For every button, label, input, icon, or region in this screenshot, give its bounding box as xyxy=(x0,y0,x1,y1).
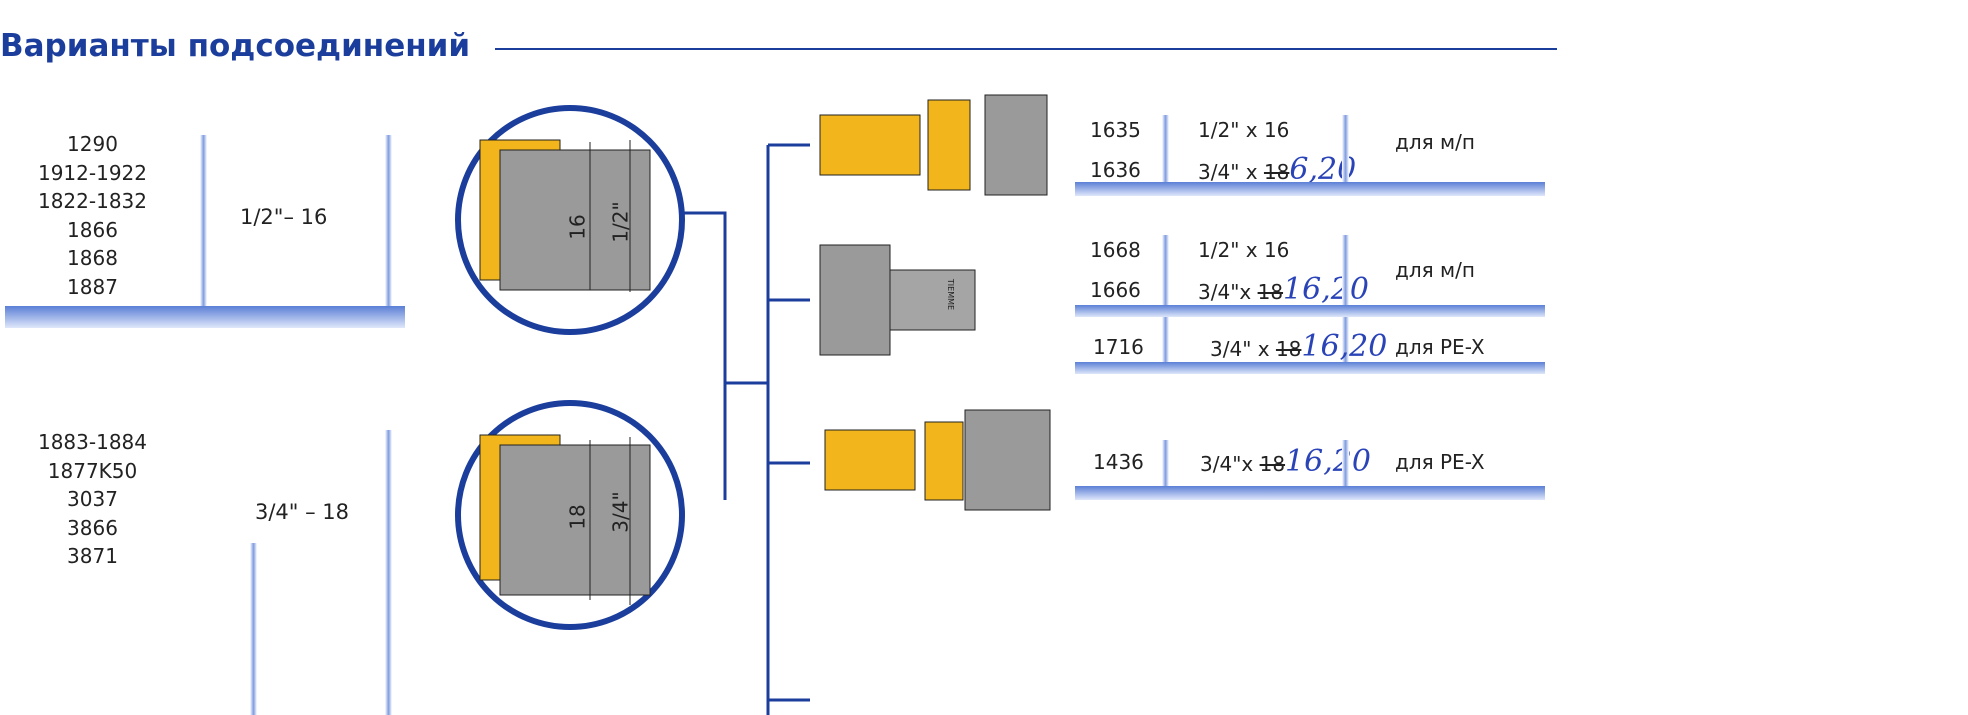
code: 1668 xyxy=(1090,238,1141,262)
handwritten-size: 16,20 xyxy=(1283,272,1369,307)
struck-size: 18 xyxy=(1263,160,1290,184)
circle-label-inner-2: 18 xyxy=(565,504,590,530)
code: 3037 xyxy=(67,487,118,511)
code: 1887 xyxy=(67,274,118,299)
code: 1868 xyxy=(67,246,118,270)
code: 1636 xyxy=(1090,158,1141,182)
size-text: 3/4"x xyxy=(1200,452,1260,476)
size: 3/4"x 1816,20 xyxy=(1200,442,1371,484)
code: 1912-1922 xyxy=(37,160,147,185)
table-shadow xyxy=(1075,486,1545,500)
note: для м/п xyxy=(1395,130,1475,154)
handwritten-size: 16,20 xyxy=(1285,444,1371,479)
divider xyxy=(1342,440,1349,488)
code: 3871 xyxy=(67,544,118,568)
size: 1/2" x 16 xyxy=(1198,118,1290,142)
table-shadow xyxy=(5,306,405,328)
fitting-table-1: 1635 1636 xyxy=(1090,110,1141,190)
circle-label-inner-1: 16 xyxy=(565,214,590,240)
sizes-1: 1/2" x 16 3/4" x 186,20 xyxy=(1198,110,1356,192)
size: 3/4"x 1816,20 xyxy=(1198,270,1369,312)
title-rule xyxy=(495,48,1557,50)
divider xyxy=(1342,235,1349,365)
code: 1716 xyxy=(1093,335,1144,359)
thread-circle-1 xyxy=(455,105,685,335)
code: 3866 xyxy=(67,515,118,540)
code: 1635 xyxy=(1090,118,1141,142)
page-title: Варианты подсоединений xyxy=(0,28,471,64)
handwritten-size: 16,20 xyxy=(1301,329,1388,364)
size: 1/2" x 16 xyxy=(1198,238,1290,262)
part-marking: TIEMME xyxy=(946,278,956,311)
divider xyxy=(1342,115,1349,183)
model-codes-1: 1290 1912-1922 1822-1832 1866 1868 1887 xyxy=(0,130,185,301)
circle-label-outer-1: 1/2" xyxy=(608,201,633,243)
code: 1866 xyxy=(67,217,118,242)
note: для м/п xyxy=(1395,258,1475,282)
divider xyxy=(1162,440,1169,488)
code: 1666 xyxy=(1090,278,1141,302)
divider xyxy=(385,135,392,307)
fitting-2 xyxy=(819,244,976,356)
divider xyxy=(1162,115,1169,183)
code: 1883-1884 xyxy=(37,430,147,454)
divider xyxy=(385,430,392,715)
connection-diagram xyxy=(455,94,1051,715)
note: для PE-X xyxy=(1395,335,1485,359)
code: 1290 xyxy=(67,132,118,156)
fitting-table-2: 1668 1666 xyxy=(1090,230,1141,310)
size-text: 3/4"x xyxy=(1198,280,1258,304)
code: 1822-1832 xyxy=(37,189,147,213)
size-text: 3/4" x xyxy=(1210,337,1276,361)
thread-size-2: 3/4" – 18 xyxy=(255,500,350,524)
struck-size: 18 xyxy=(1275,337,1302,361)
thread-circle-2 xyxy=(455,400,685,630)
note: для PE-X xyxy=(1395,450,1485,474)
thread-size-1: 1/2"– 16 xyxy=(240,205,328,229)
table-shadow xyxy=(1075,305,1545,317)
divider xyxy=(200,135,207,307)
code: 1436 xyxy=(1093,450,1144,474)
model-codes-2: 1883-1884 1877K50 3037 3866 3871 xyxy=(0,428,185,571)
size: 3/4" x 1816,20 xyxy=(1210,327,1387,369)
struck-size: 18 xyxy=(1257,280,1284,304)
fitting-1 xyxy=(819,94,1048,196)
table-shadow xyxy=(1075,362,1545,374)
divider xyxy=(1162,235,1169,365)
table-shadow xyxy=(1075,182,1545,196)
fitting-3 xyxy=(824,409,1051,511)
divider xyxy=(250,543,257,715)
code: 1877K50 xyxy=(47,458,138,483)
size-text: 3/4" x xyxy=(1198,160,1264,184)
circle-label-outer-2: 3/4" xyxy=(608,491,633,533)
struck-size: 18 xyxy=(1259,452,1286,476)
sizes-2: 1/2" x 16 3/4"x 1816,20 xyxy=(1198,230,1369,312)
